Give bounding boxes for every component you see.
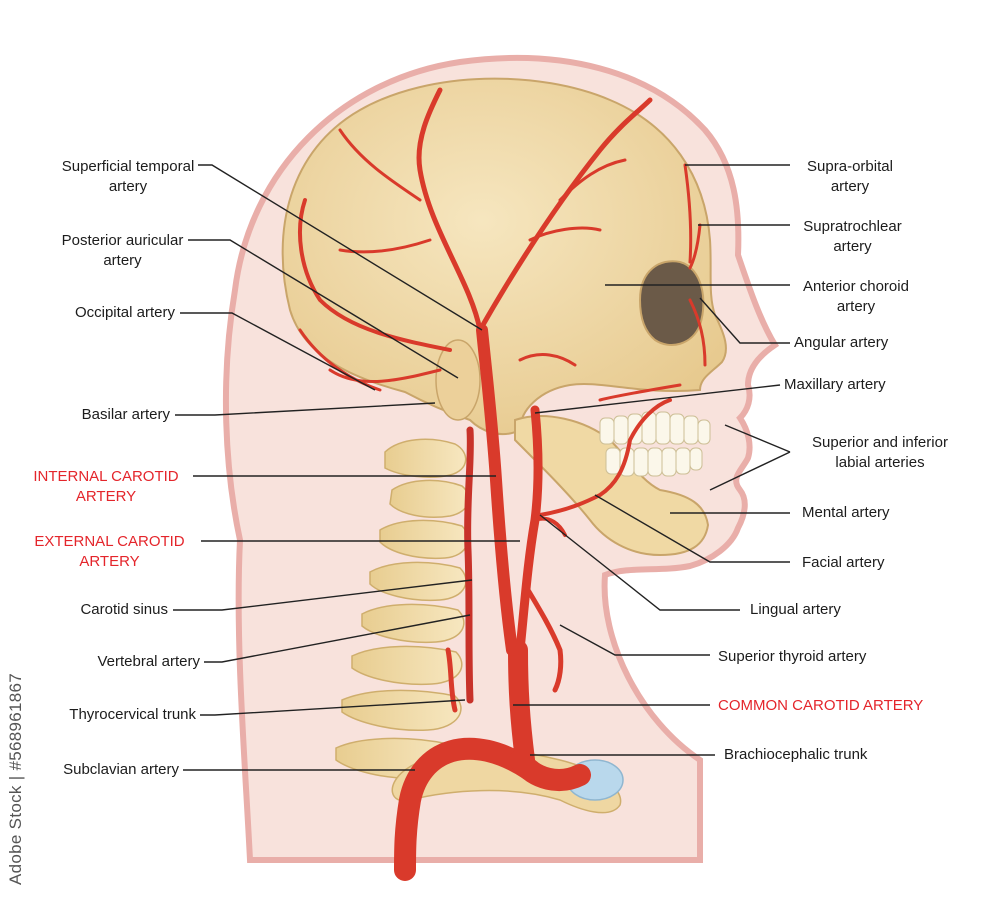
label-subclavian: Subclavian artery [63,761,179,778]
internal-carotid-vessel [476,324,518,656]
teeth [599,411,711,477]
label-superior-thyroid: Superior thyroid artery [718,648,867,665]
label-anterior-choroid: Anterior choroid artery [803,278,909,315]
skull-arteries [298,87,707,402]
carotid-system [394,324,672,881]
label-supratrochlear: Supratrochlear artery [803,218,902,255]
label-superficial-temporal: Superficial temporal artery [61,158,195,195]
label-thyrocervical: Thyrocervical trunk [69,706,196,723]
label-basilar: Basilar artery [81,406,170,423]
label-vertebral: Vertebral artery [97,653,200,670]
label-carotid-sinus: Carotid sinus [80,601,168,618]
leader-lines [173,164,791,771]
cervical-spine [335,438,470,780]
label-angular: Angular artery [794,334,889,351]
subclavian-vessel [394,737,541,881]
label-lingual: Lingual artery [750,601,841,618]
orbit [638,260,705,346]
label-brachiocephalic: Brachiocephalic trunk [724,746,868,763]
label-supra-orbital: Supra-orbital artery [807,158,893,195]
mastoid [435,339,481,421]
superior-thyroid-vessel [525,587,564,693]
label-facial: Facial artery [802,554,885,571]
facial-vessel [538,398,672,517]
label-occipital: Occipital artery [74,304,175,321]
vertebral-vessel [464,426,474,704]
label-common-carotid: COMMON CAROTID ARTERY [718,697,924,714]
label-internal-carotid: INTERNAL CAROTID ARTERY [33,468,179,505]
label-mental: Mental artery [802,504,890,521]
lingual-vessel [533,516,567,537]
stock-credit: Adobe Stock | #568961867 [6,672,25,885]
label-external-carotid: EXTERNAL CAROTID ARTERY [34,533,185,570]
label-posterior-auricular: Posterior auricular artery [61,232,184,269]
brachiocephalic-vessel [509,749,591,791]
label-labial: Superior and inferior labial arteries [812,434,948,471]
label-maxillary: Maxillary artery [784,376,886,393]
thyrocervical-vessel [445,647,458,713]
